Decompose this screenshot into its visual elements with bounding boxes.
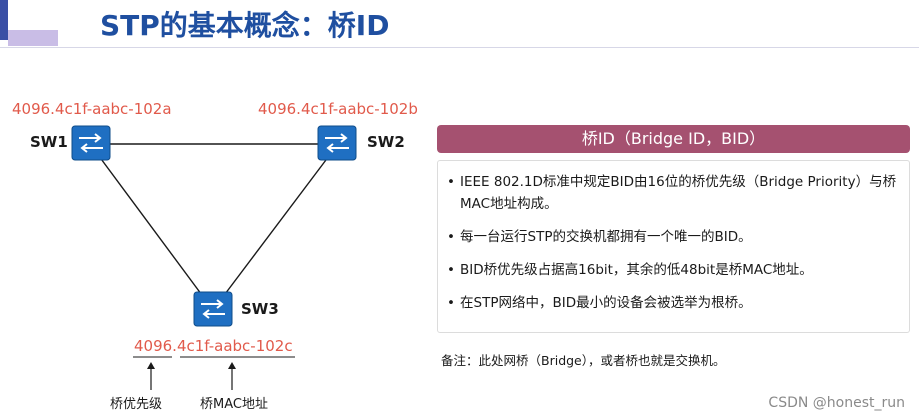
list-item: IEEE 802.1D标准中规定BID由16位的桥优先级（Bridge Prio… — [447, 171, 899, 215]
sw2-label: SW2 — [367, 133, 405, 151]
sw3-mac: 4096.4c1f-aabc-102c — [134, 337, 293, 355]
bid-panel-header: 桥ID（Bridge ID，BID） — [437, 125, 910, 153]
mac-annotation: 桥MAC地址 — [200, 397, 268, 412]
bid-panel-body: IEEE 802.1D标准中规定BID由16位的桥优先级（Bridge Prio… — [437, 160, 910, 333]
sw1-mac: 4096.4c1f-aabc-102a — [12, 100, 172, 118]
page-title: STP的基本概念：桥ID — [100, 9, 390, 42]
link-sw1-sw3 — [89, 143, 214, 311]
list-item: BID桥优先级占据高16bit，其余的低48bit是桥MAC地址。 — [447, 259, 899, 281]
switch-icon[interactable] — [193, 291, 233, 327]
list-item: 在STP网络中，BID最小的设备会被选举为根桥。 — [447, 292, 899, 314]
bid-bullet-list: IEEE 802.1D标准中规定BID由16位的桥优先级（Bridge Prio… — [438, 161, 909, 314]
watermark: CSDN @honest_run — [768, 395, 905, 411]
list-item: 每一台运行STP的交换机都拥有一个唯一的BID。 — [447, 226, 899, 248]
mac-arrow-head — [228, 362, 236, 369]
topology-diagram: 4096.4c1f-aabc-102a 4096.4c1f-aabc-102b … — [0, 60, 430, 417]
sw2-mac: 4096.4c1f-aabc-102b — [258, 100, 418, 118]
note-text: 备注：此处网桥（Bridge），或者桥也就是交换机。 — [441, 353, 726, 368]
sw3-label: SW3 — [241, 300, 279, 318]
priority-arrow-head — [147, 362, 155, 369]
sw1-label: SW1 — [30, 133, 68, 151]
priority-annotation: 桥优先级 — [110, 397, 163, 412]
title-divider — [0, 47, 919, 48]
title-area: STP的基本概念：桥ID — [0, 0, 919, 56]
switch-icon[interactable] — [317, 125, 357, 161]
title-decoration — [8, 30, 58, 46]
switch-icon[interactable] — [71, 125, 111, 161]
link-sw2-sw3 — [212, 143, 339, 311]
topology-svg — [71, 125, 357, 390]
title-accent-bar — [0, 0, 8, 40]
